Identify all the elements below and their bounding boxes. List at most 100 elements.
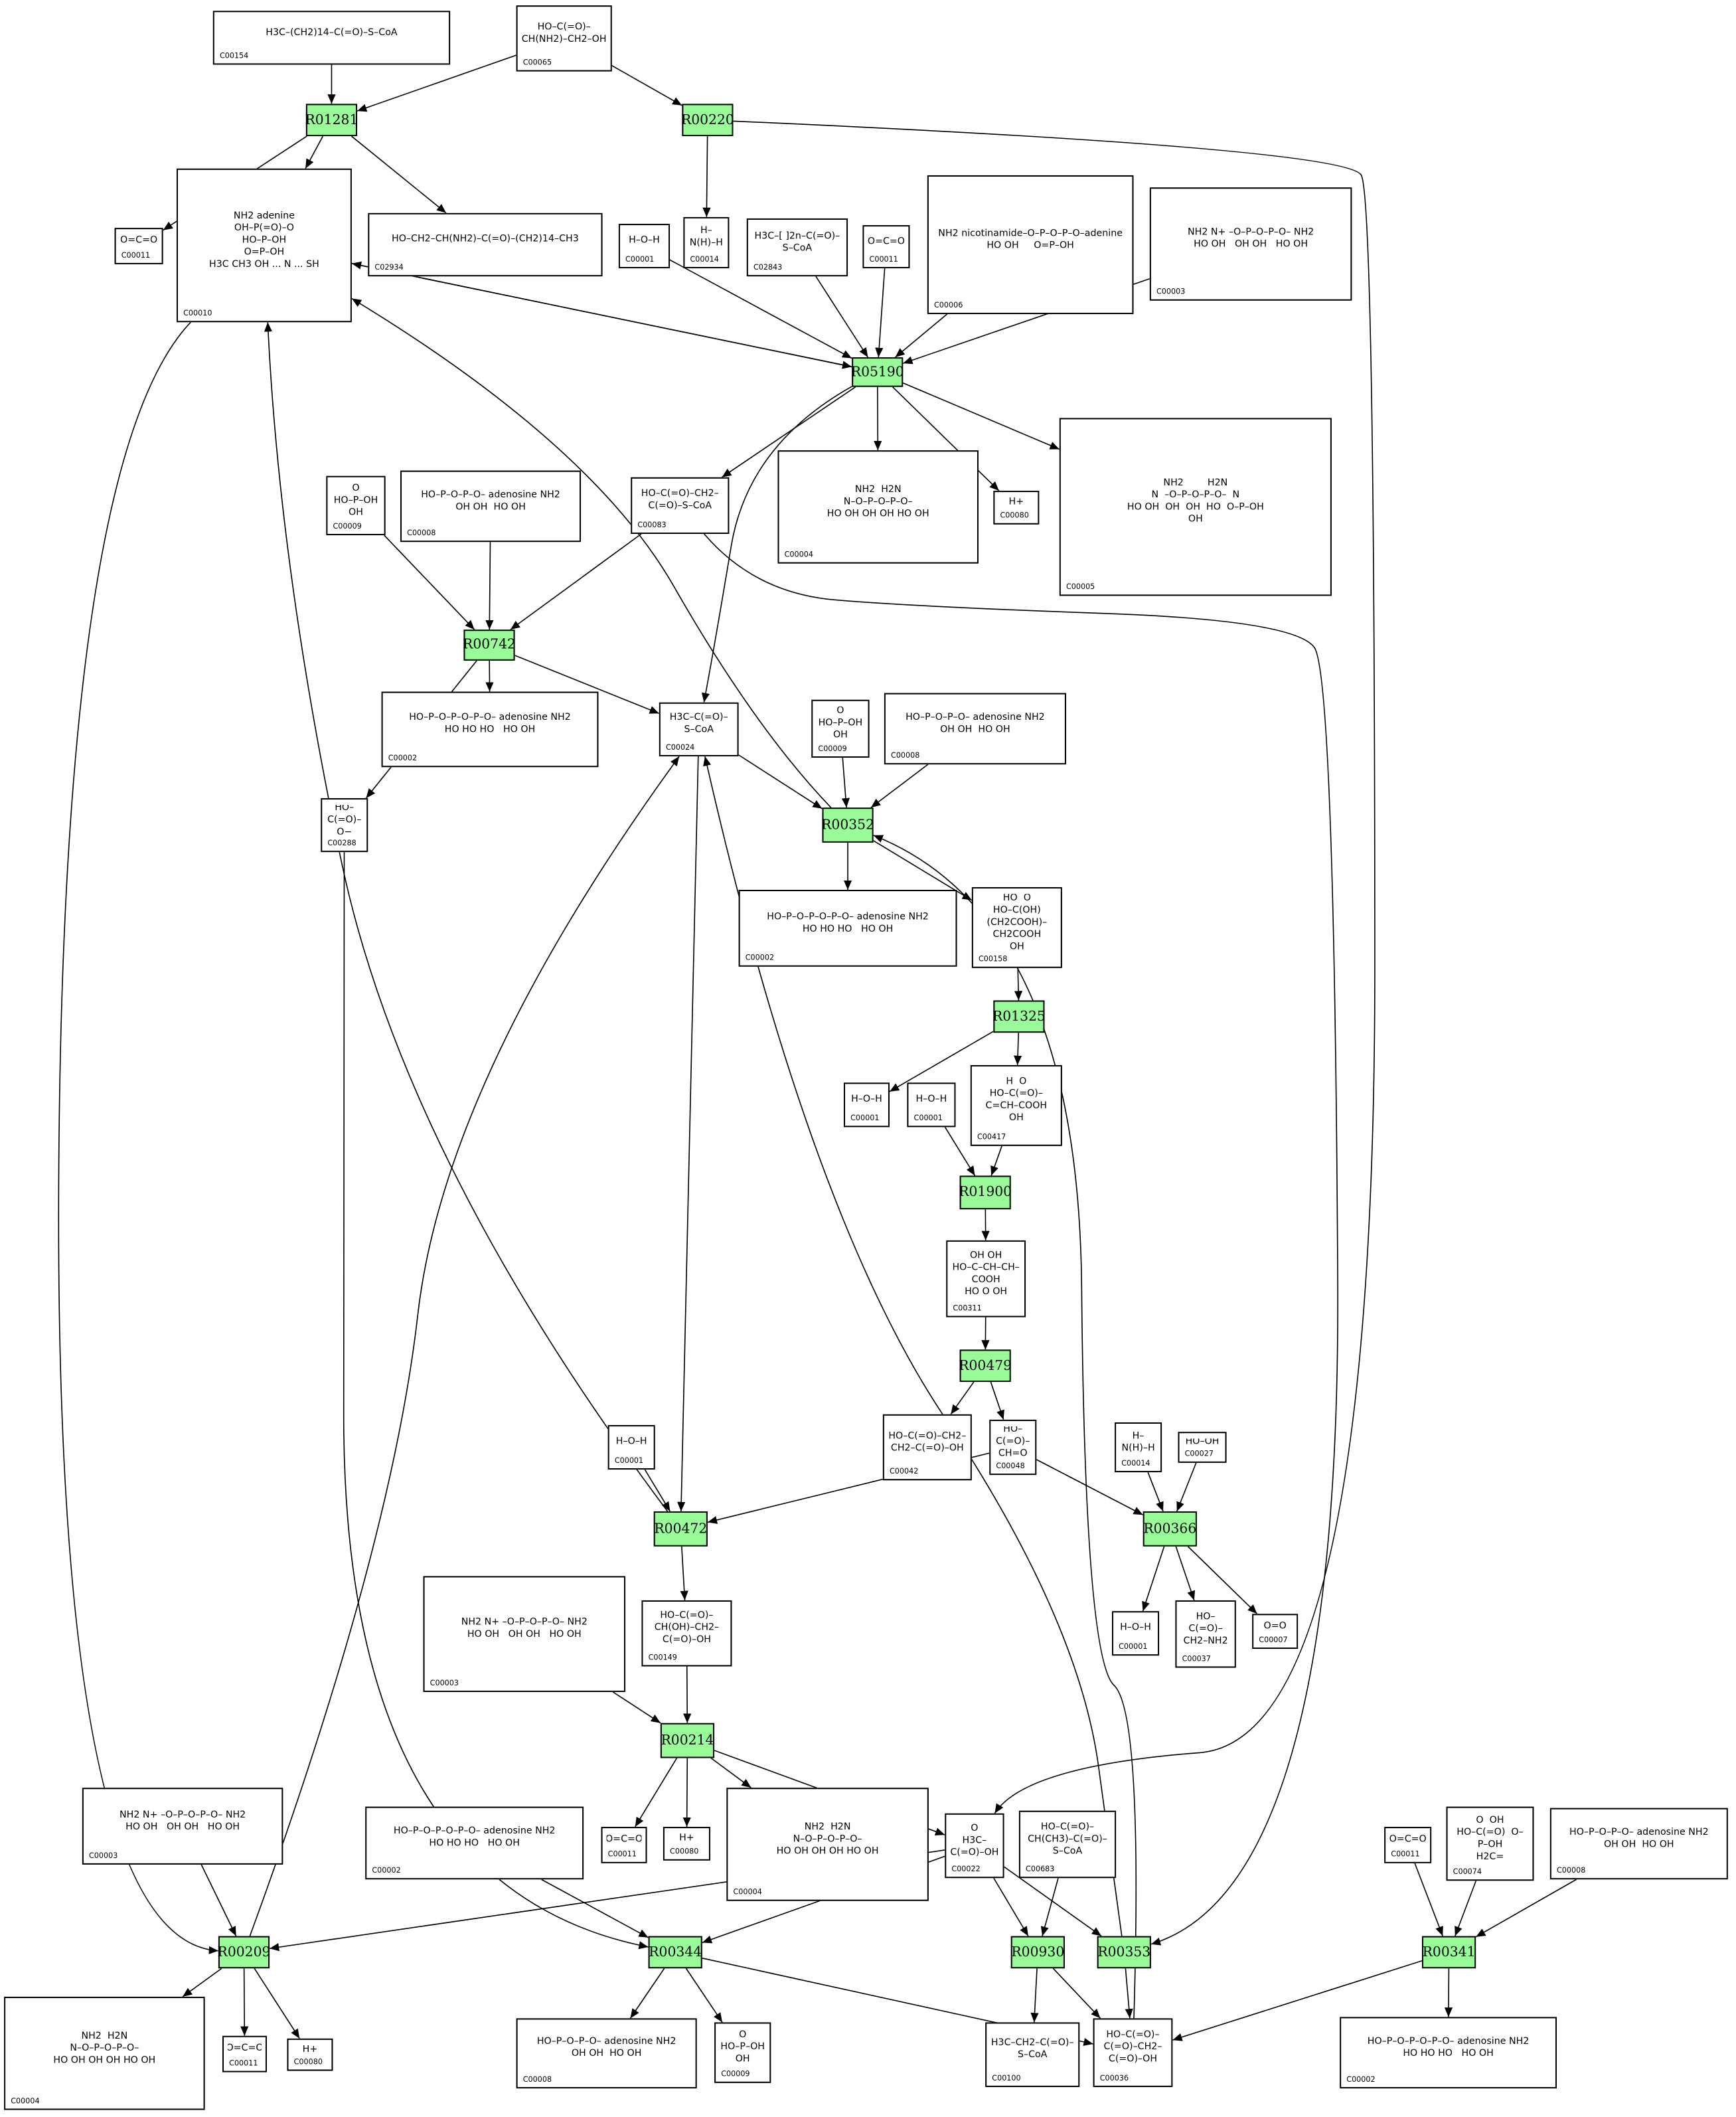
chemical-structure: HO–C(=O)–CH2–CH2–C(=O)–OH [888, 1421, 967, 1463]
compound-id-label: C00080 [1000, 513, 1028, 521]
reaction-r05190[interactable]: R05190 [852, 357, 903, 387]
edge-R00479-to-c00048 [990, 1382, 1003, 1420]
compound-c00005[interactable]: NH2 H2N N –O–P–O–P–O– N HO OH OH OH HO O… [1060, 418, 1332, 596]
edge-R00214-to-c00080_b [687, 1758, 688, 1827]
compound-id-label: C00001 [914, 1115, 943, 1123]
edge-c00074-to-R00341 [1455, 1881, 1476, 1936]
reaction-r00220[interactable]: R00220 [682, 104, 733, 136]
compound-c00010[interactable]: NH2 adenine OH–P(=O)–O HO–P–OH O=P–OH H3… [177, 169, 352, 322]
reaction-r00209[interactable]: R00209 [218, 1936, 270, 1969]
compound-c00074[interactable]: O OH HO–C(=O) O–P–OH H2C=C00074 [1447, 1807, 1534, 1881]
compound-id-label: C00011 [121, 252, 150, 260]
compound-id-label: C00001 [850, 1115, 879, 1123]
edge-c02843-to-R05190 [816, 276, 868, 357]
compound-id-label: C00001 [625, 256, 654, 264]
compound-c00003-a[interactable]: NH2 N+ –O–P–O–P–O– NH2 HO OH OH OH HO OH… [1150, 187, 1352, 301]
compound-id-label: C00022 [951, 1866, 980, 1874]
compound-c00002-a[interactable]: HO–P–O–P–O–P–O– adenosine NH2 HO HO HO H… [382, 692, 599, 768]
compound-id-label: C00003 [430, 1680, 459, 1688]
reaction-r00742[interactable]: R00742 [463, 630, 514, 661]
compound-c00002-c[interactable]: HO–P–O–P–O–P–O– adenosine NH2 HO HO HO H… [365, 1807, 584, 1880]
reaction-r00479[interactable]: R00479 [960, 1349, 1011, 1382]
reaction-r00341[interactable]: R00341 [1422, 1936, 1476, 1969]
chemical-structure: HO–P–O–P–O– adenosine NH2 OH OH HO OH [890, 700, 1061, 747]
reaction-r01900[interactable]: R01900 [960, 1175, 1011, 1209]
compound-c00006[interactable]: NH2 nicotinamide–O–P–O–P–O–adenine HO OH… [927, 175, 1134, 314]
compound-c00080-a[interactable]: H+C00080 [993, 491, 1039, 525]
chemical-structure: H–O–H [1117, 1618, 1154, 1638]
reaction-r00344[interactable]: R00344 [649, 1936, 702, 1969]
chemical-structure: H O HO–C(=O)–C=CH–COOH OH [976, 1072, 1057, 1128]
chemical-structure: HO–P–O–P–O–P–O– adenosine NH2 HO HO HO H… [1345, 2023, 1551, 2071]
reaction-r01281[interactable]: R01281 [306, 104, 357, 136]
chemical-structure: HO–P–O–P–O– adenosine NH2 OH OH HO OH [522, 2025, 692, 2071]
compound-c00002-d[interactable]: HO–P–O–P–O–P–O– adenosine NH2 HO HO HO H… [1340, 2017, 1557, 2088]
compound-c00002-b[interactable]: HO–P–O–P–O–P–O– adenosine NH2 HO HO HO H… [739, 890, 957, 967]
compound-id-label: C00011 [229, 2060, 258, 2068]
reaction-r00214[interactable]: R00214 [661, 1723, 714, 1758]
reaction-r00352[interactable]: R00352 [822, 807, 873, 843]
compound-id-label: C00008 [891, 752, 919, 760]
compound-c00003-d[interactable]: NH2 N+ –O–P–O–P–O– NH2 HO OH OH OH HO OH… [424, 1576, 626, 1692]
edge-R00220-to-c00014_a [706, 136, 707, 217]
compound-c00003-e[interactable]: NH2 N+ –O–P–O–P–O– NH2 HO OH OH OH HO OH… [82, 1788, 283, 1865]
compound-c00080-b[interactable]: H+C00080 [663, 1827, 710, 1861]
compound-id-label: C00008 [1557, 1867, 1585, 1875]
compound-id-label: C00010 [183, 310, 212, 318]
reaction-r00472[interactable]: R00472 [654, 1511, 708, 1547]
compound-c00008-b[interactable]: HO–P–O–P–O– adenosine NH2 OH OH HO OH C00… [884, 693, 1066, 765]
edge-c00149-to-R00214 [687, 1666, 688, 1723]
compound-id-label: C00024 [666, 744, 694, 752]
compound-id-label: C00014 [690, 256, 719, 264]
compound-c00288[interactable]: HO–C(=O)–O−C00288 [321, 798, 368, 852]
reaction-r00930[interactable]: R00930 [1011, 1936, 1065, 1969]
chemical-structure: NH2 nicotinamide–O–P–O–P–O–adenine HO OH… [933, 182, 1128, 297]
chemical-structure: NH2 N+ –O–P–O–P–O– NH2 HO OH OH OH HO OH [1155, 194, 1346, 283]
reaction-r00366[interactable]: R00366 [1143, 1511, 1197, 1547]
reaction-r00353[interactable]: R00353 [1097, 1936, 1151, 1969]
compound-c00080-c[interactable]: H+C00080 [287, 2039, 333, 2071]
compound-id-label: C02843 [753, 264, 782, 272]
reaction-r01325[interactable]: R01325 [993, 1000, 1044, 1033]
